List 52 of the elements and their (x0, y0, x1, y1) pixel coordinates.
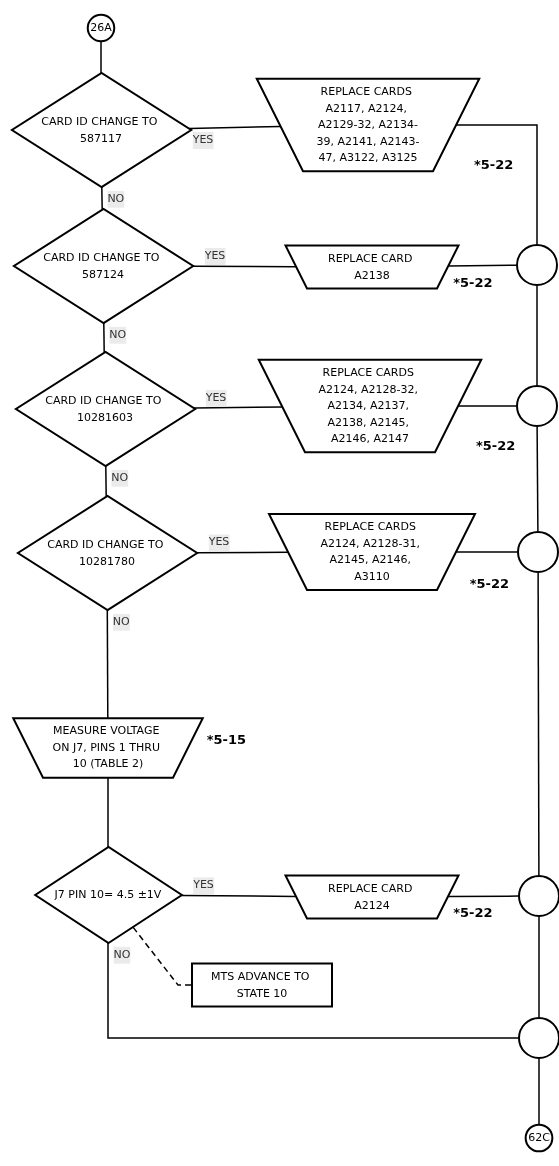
connector (196, 551, 289, 554)
connector (538, 915, 540, 1019)
connector (107, 942, 520, 1039)
connector (106, 609, 109, 719)
reference-note: *5-15 (206, 732, 247, 748)
node-box: MTS ADVANCE TO STATE 10 (191, 962, 333, 1008)
connector (193, 406, 283, 409)
connector (537, 571, 540, 877)
edge-label: YES (208, 535, 230, 549)
connector (192, 265, 297, 268)
connector (100, 40, 102, 74)
node-diamond: CARD ID CHANGE TO 587117 (10, 71, 194, 189)
node-circle (518, 1017, 559, 1059)
edge-label: YES (205, 390, 227, 404)
node-diamond: CARD ID CHANGE TO 587124 (12, 207, 196, 325)
reference-note: *5-22 (469, 576, 509, 591)
edge-label: NO (109, 327, 127, 341)
node-circle (517, 531, 559, 573)
edge-label: NO (107, 191, 125, 205)
connector (105, 465, 107, 498)
reference-note: *5-22 (473, 157, 514, 173)
connector (536, 425, 539, 533)
connector (455, 124, 538, 246)
node-circle (518, 875, 559, 917)
connector (180, 894, 297, 898)
node-diamond: CARD ID CHANGE TO 10281603 (14, 350, 198, 468)
connector (103, 322, 105, 354)
connector (457, 405, 518, 407)
connector (455, 551, 519, 553)
edge-label: NO (113, 947, 131, 961)
reference-note: *5-22 (453, 274, 493, 290)
reference-note: *5-22 (475, 438, 516, 454)
node-diamond: J7 PIN 10= 4.5 ±1V (33, 845, 184, 945)
edge-label: NO (111, 470, 129, 484)
edge-label: YES (192, 133, 214, 147)
node-circle: 62C (524, 1123, 554, 1153)
reference-note: *5-22 (453, 904, 493, 920)
connector (536, 284, 538, 387)
connector (132, 926, 193, 986)
connector (188, 125, 282, 130)
connector (107, 777, 109, 848)
connector (101, 186, 103, 211)
connector (538, 1057, 540, 1126)
node-circle: 26A (86, 13, 116, 43)
connector (447, 895, 520, 898)
node-diamond: CARD ID CHANGE TO 10281780 (16, 494, 200, 612)
node-circle (516, 385, 558, 427)
edge-label: NO (112, 614, 130, 628)
edge-label: YES (204, 249, 226, 263)
edge-label: YES (193, 878, 214, 892)
connector (447, 264, 518, 267)
node-circle (516, 244, 558, 286)
